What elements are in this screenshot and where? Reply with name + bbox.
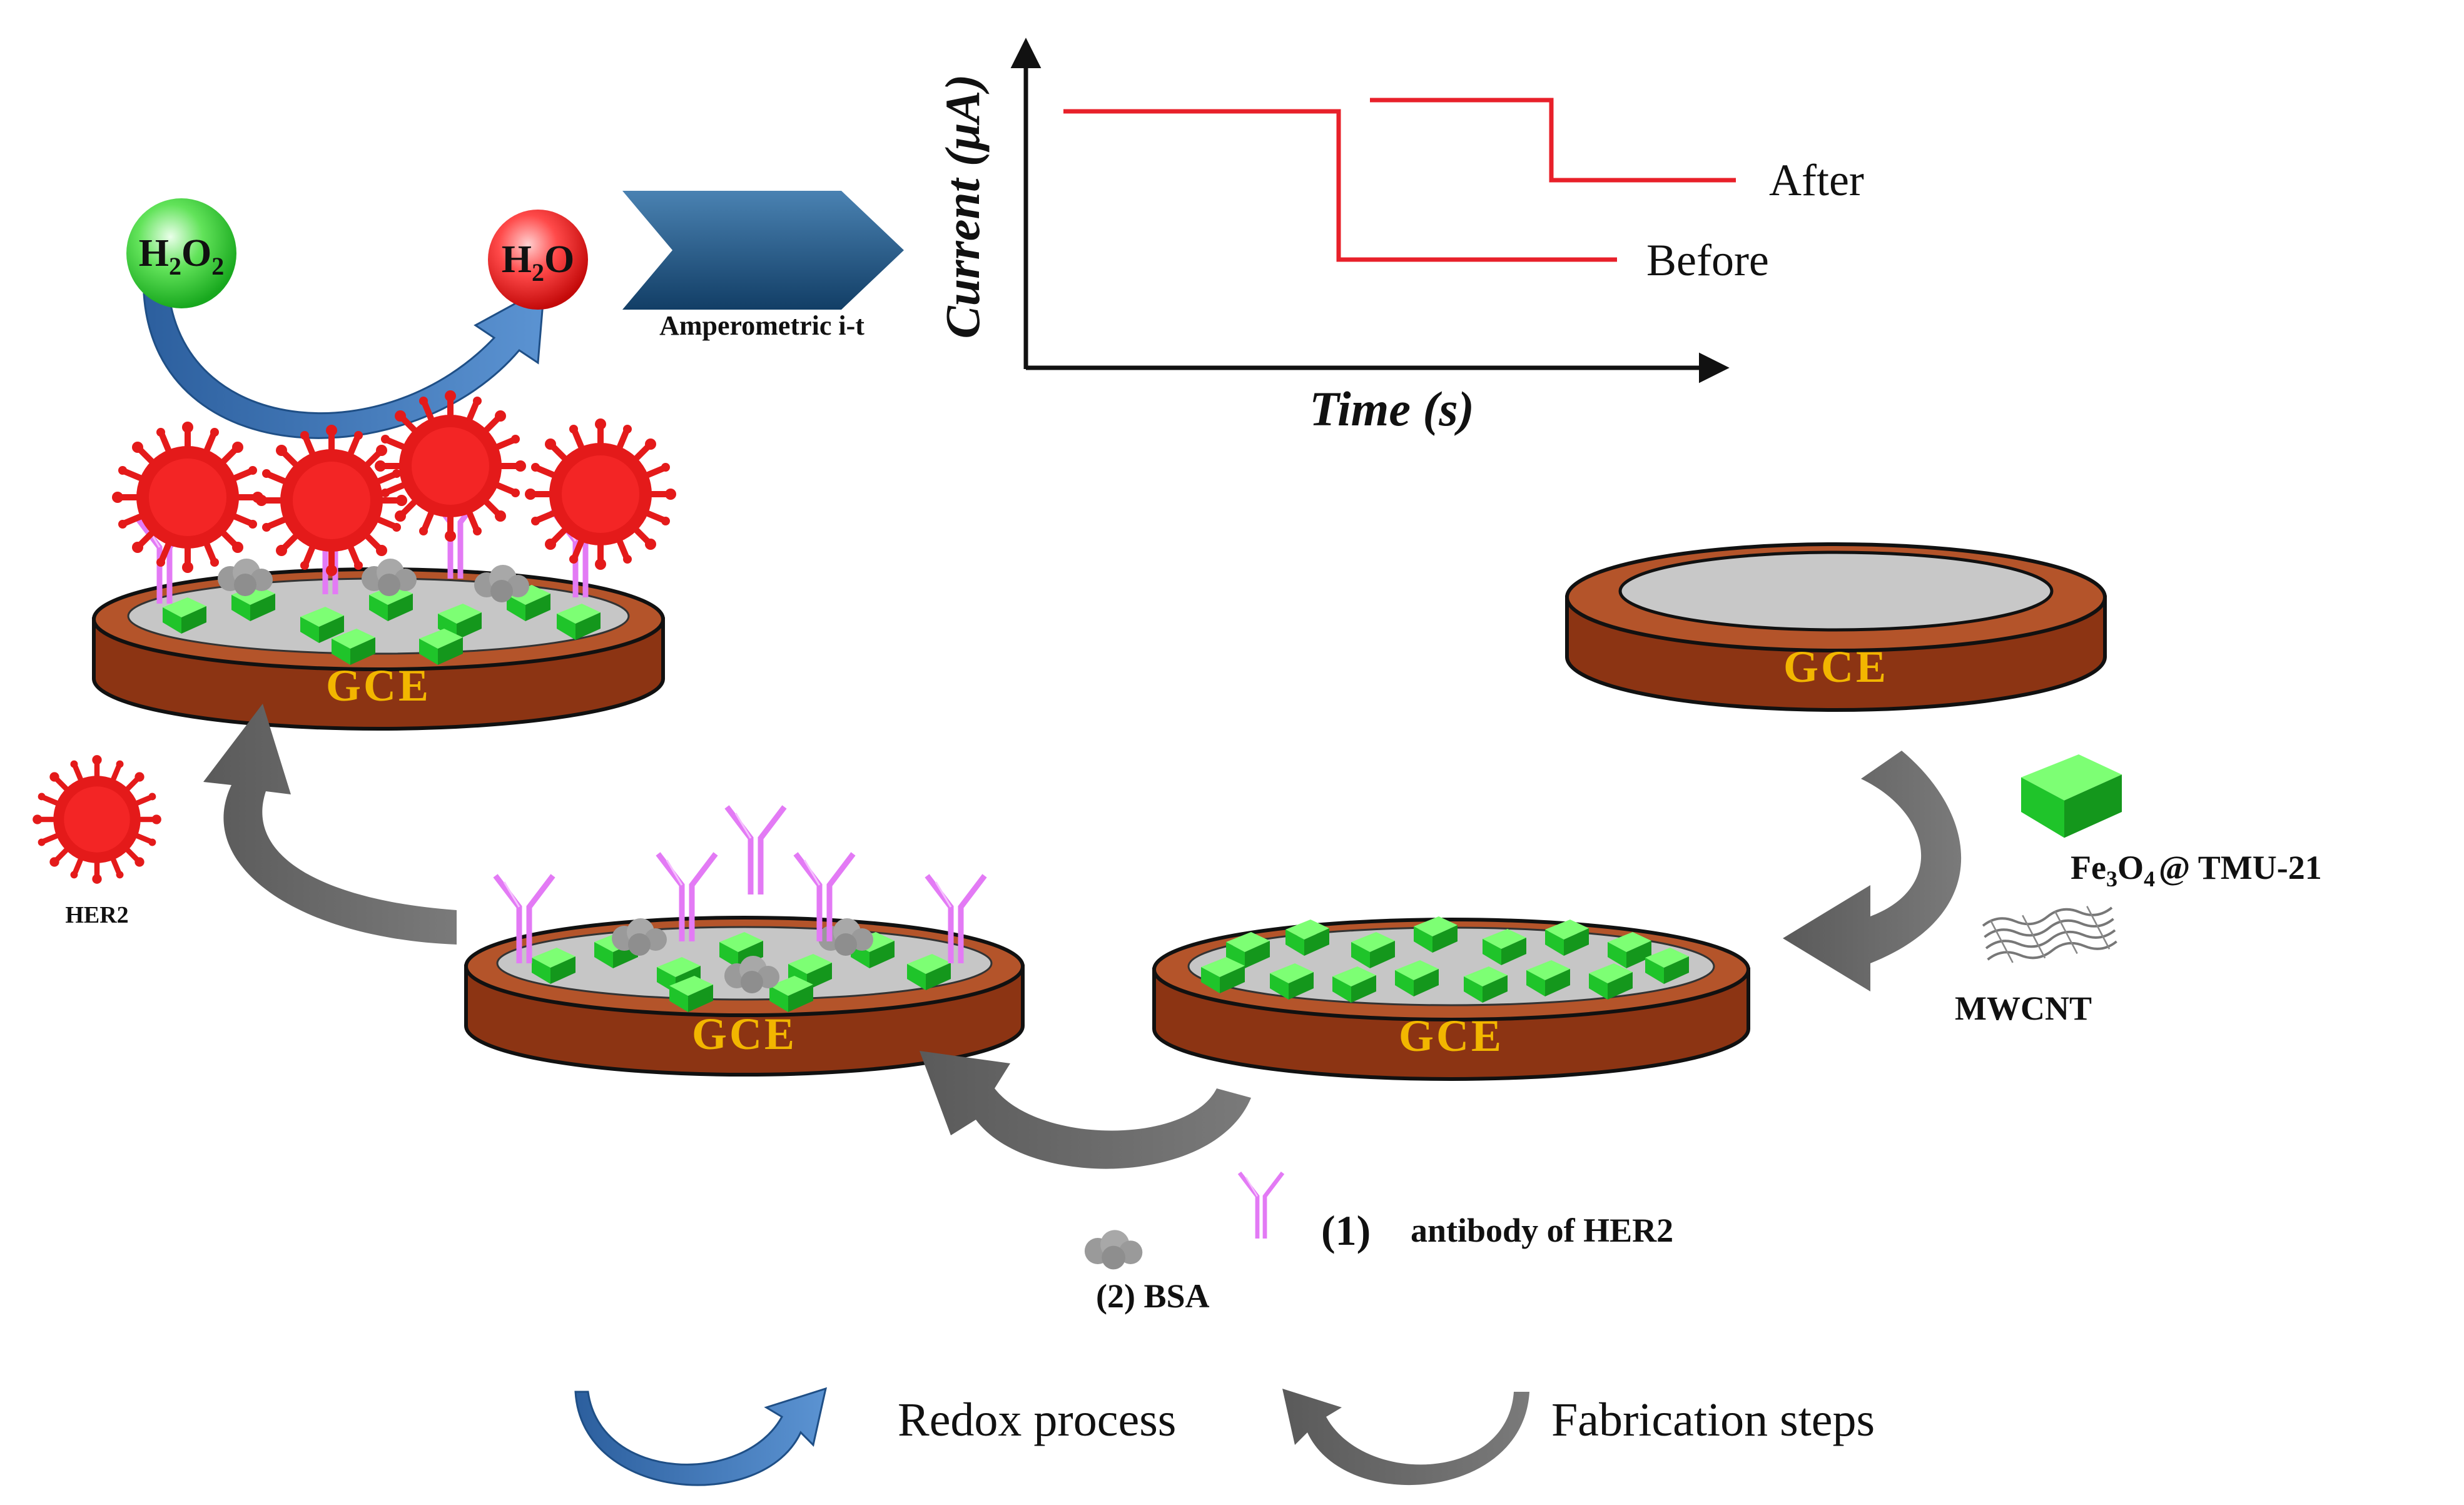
antibody-icon: [1240, 1173, 1283, 1239]
electrode-antibody: GCE: [464, 807, 1025, 1077]
reagent-mwcnt: MWCNT: [1955, 901, 2119, 1027]
fab-arrow-1: [1783, 751, 1962, 991]
redox-arrow: [143, 286, 545, 439]
before-trace: [1063, 109, 1617, 262]
step-1-marker: (1): [1321, 1207, 1371, 1254]
reagent-antibody-step: (1) antibody of HER2: [1240, 1173, 1673, 1254]
redox-legend-label: Redox process: [898, 1394, 1176, 1446]
antibody-step-label: antibody of HER2: [1411, 1212, 1673, 1249]
h2o2-label: H2O2: [139, 232, 224, 280]
fabrication-legend-label: Fabrication steps: [1551, 1394, 1875, 1446]
red-sphere-icon: [488, 210, 588, 310]
y-axis-label: Current (μA): [935, 74, 990, 339]
nanocomposite-label: Fe3O4@ TMU-21: [2071, 849, 2322, 891]
electrode-label: GCE: [1783, 642, 1889, 692]
electrode-label: GCE: [326, 661, 431, 711]
chevron-arrows-icon: [622, 191, 904, 310]
x-axis-label: Time (s): [1309, 382, 1474, 436]
electrode-label: GCE: [692, 1009, 797, 1059]
after-trace: [1370, 98, 1736, 183]
green-sphere-icon: [126, 198, 236, 308]
her2-virus-icon: [33, 755, 161, 884]
electrode-captured: GCE: [92, 390, 676, 731]
h2o2-molecule: H2O2: [126, 198, 236, 308]
before-label: Before: [1646, 235, 1769, 285]
after-label: After: [1769, 155, 1864, 205]
electrode-label: GCE: [1399, 1011, 1504, 1061]
electrode-modified: GCE: [1152, 916, 1750, 1081]
bsa-blob-icon: [1084, 1230, 1143, 1270]
amperometric-graph: Current (μA) Time (s) After Before: [935, 38, 1864, 436]
electrode-bare: GCE: [1565, 542, 2107, 712]
legend: Redox process Fabrication steps: [574, 1387, 1875, 1486]
reagent-bsa-step: (2) BSA: [1084, 1230, 1210, 1315]
bsa-step-label: (2) BSA: [1096, 1277, 1210, 1315]
green-cube-icon: [2021, 754, 2122, 838]
fabrication-arrows: [203, 704, 1962, 1169]
fab-arrow-3: [203, 704, 457, 945]
technique-label: Amperometric i-t: [659, 310, 864, 341]
fabrication-legend-arrow-icon: [1282, 1389, 1529, 1486]
h2o-label: H2O: [502, 238, 574, 286]
redox-legend-arrow-icon: [574, 1387, 828, 1486]
reagent-her2: HER2: [33, 755, 161, 928]
reagent-nanocomposite: Fe3O4@ TMU-21: [2021, 754, 2322, 891]
h2o-molecule: H2O: [488, 210, 588, 310]
redox-cycle: H2O2 H2O: [126, 198, 588, 439]
mwcnt-label: MWCNT: [1955, 990, 2092, 1027]
fab-arrow-2: [920, 1051, 1251, 1169]
nanotube-mesh-icon: [1980, 901, 2119, 968]
her2-label: HER2: [65, 902, 128, 928]
